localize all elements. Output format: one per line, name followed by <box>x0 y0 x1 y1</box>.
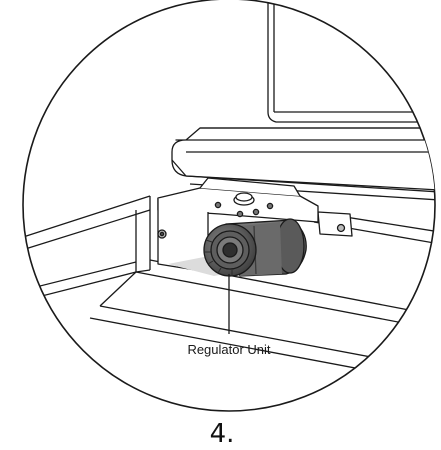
regulator-unit <box>203 218 307 277</box>
mounting-plate <box>171 127 435 201</box>
callout-label: Regulator Unit <box>187 342 270 357</box>
cabinet-back-wall <box>267 0 435 123</box>
regulator-bracket <box>157 177 319 273</box>
step-number: 4. <box>210 419 235 449</box>
cabinet-frame-right <box>313 211 435 245</box>
